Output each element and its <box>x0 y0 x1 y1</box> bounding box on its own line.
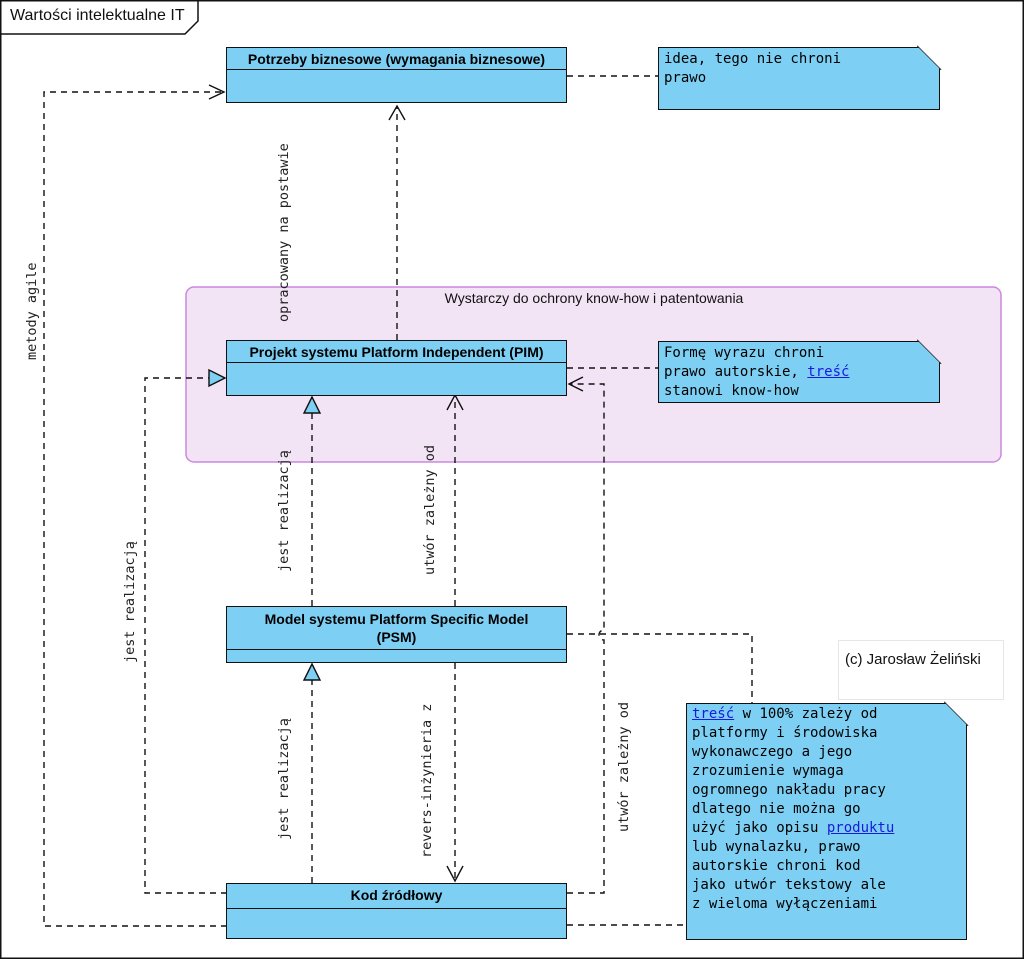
edge-agile <box>43 91 227 927</box>
note-line: dlatego nie można go <box>692 801 861 817</box>
label-reverse-engineering: revers-inżynieria z <box>419 703 435 858</box>
note-line: z wieloma wyłączeniami <box>692 896 878 912</box>
label-derived-code-pim: utwór zależny od <box>616 701 632 832</box>
link-produktu[interactable]: produktu <box>826 820 895 836</box>
note-line: wykonawczego a jego <box>692 744 853 760</box>
note-line: ogromnego nakładu pracy <box>692 782 886 798</box>
arrowhead-reverse <box>446 865 464 883</box>
arrowhead-derived-right <box>567 376 584 392</box>
note-line: idea, tego nie chroni <box>664 51 842 67</box>
note-line: platformy i środowiska <box>692 725 878 741</box>
note-form[interactable]: Formę wyrazu chroni prawo autorskie, tre… <box>658 341 940 403</box>
triangle-code-psm <box>302 662 322 681</box>
note-line: prawo <box>664 70 707 86</box>
note-line: zrozumienie wymaga <box>692 763 844 779</box>
class-pim[interactable]: Projekt systemu Platform Independent (PI… <box>226 340 567 396</box>
label-worked-out: opracowany na postawie <box>276 143 292 322</box>
note-text: prawo autorskie, <box>664 364 808 380</box>
frame-tab-outline <box>0 0 199 35</box>
boundary-title: Wystarczy do ochrony know-how i patentow… <box>444 290 744 306</box>
frame-title: Wartości intelektualne IT <box>10 7 185 24</box>
note-text: użyć jako opisu <box>692 820 827 836</box>
class-title: Potrzeby biznesowe (wymagania biznesowe) <box>227 48 566 70</box>
note-line: autorskie chroni kod <box>692 858 861 874</box>
note-line: lub wynalazku, prawo <box>692 839 861 855</box>
note-idea[interactable]: idea, tego nie chroni prawo <box>658 47 940 110</box>
class-psm[interactable]: Model systemu Platform Specific Model (P… <box>226 606 567 663</box>
label-realization-psm-pim: jest realizacją <box>276 450 292 572</box>
label-derived-psm-pim: utwór zależny od <box>422 444 438 575</box>
copyright-box: (c) Jarosław Żeliński <box>838 640 1004 700</box>
note-line: jako utwór tekstowy ale <box>692 877 886 893</box>
link-tresc[interactable]: treść <box>807 364 850 380</box>
label-agile: metody agile <box>24 262 40 360</box>
arrowhead-business <box>388 104 406 121</box>
class-business-needs[interactable]: Potrzeby biznesowe (wymagania biznesowe) <box>226 47 567 103</box>
triangle-code-pim <box>208 368 227 388</box>
class-source-code[interactable]: Kod źródłowy <box>226 883 567 939</box>
anchor-content-note <box>567 633 753 703</box>
triangle-psm-pim <box>302 395 322 414</box>
class-title: Kod źródłowy <box>227 884 566 909</box>
note-text: w 100% zależy od <box>734 706 878 722</box>
note-line: Formę wyrazu chroni <box>664 345 825 361</box>
boundary-shape <box>185 286 1002 463</box>
class-title: Model systemu Platform Specific Model (P… <box>227 607 566 650</box>
note-line: użyć jako opisu produktu <box>692 819 961 838</box>
note-line: treść w 100% zależy od <box>692 705 961 724</box>
arrowhead-agile <box>208 84 226 100</box>
class-title: Projekt systemu Platform Independent (PI… <box>227 341 566 363</box>
label-realization-code-pim: jest realizacją <box>122 541 138 663</box>
note-line: prawo autorskie, treść <box>664 363 934 382</box>
link-tresc[interactable]: treść <box>692 706 735 722</box>
note-content[interactable]: treść w 100% zależy od platformy i środo… <box>686 703 967 940</box>
edge-code-derived-pim <box>567 383 605 894</box>
label-realization-code-psm: jest realizacją <box>276 718 292 840</box>
note-line: stanowi know-how <box>664 383 799 399</box>
edge-code-realizes-pim <box>144 377 227 894</box>
